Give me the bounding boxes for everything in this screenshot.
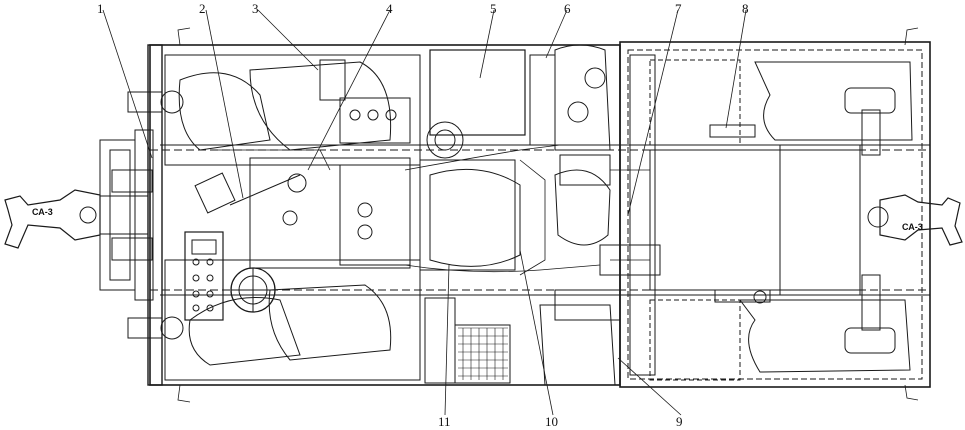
left-end-beam — [99, 44, 184, 386]
callout-labels: 1 2 3 4 5 6 7 8 9 10 11 — [97, 1, 749, 429]
callout-11: 11 — [438, 414, 451, 429]
coupler-left-label: СА-3 — [32, 207, 53, 217]
cab-area — [164, 54, 421, 381]
engine-section — [419, 49, 526, 384]
leader-lines — [102, 9, 747, 416]
callout-1: 1 — [97, 1, 104, 16]
callout-5: 5 — [490, 1, 497, 16]
coupler-right-label: СА-3 — [902, 222, 923, 232]
callout-3: 3 — [252, 1, 259, 16]
main-frame — [149, 41, 931, 388]
callout-6: 6 — [564, 1, 571, 16]
right-coupler: СА-3 — [867, 194, 963, 246]
callout-8: 8 — [742, 1, 749, 16]
callout-9: 9 — [676, 414, 683, 429]
callout-2: 2 — [199, 1, 206, 16]
control-panel — [194, 59, 411, 269]
wheelsets — [709, 87, 896, 354]
callout-4: 4 — [386, 1, 393, 16]
callout-10: 10 — [545, 414, 558, 429]
piping — [177, 27, 919, 403]
right-cushions — [739, 61, 913, 373]
callout-7: 7 — [675, 1, 682, 16]
right-engine — [554, 54, 861, 381]
tank-section — [529, 44, 616, 386]
left-coupler: СА-3 — [4, 169, 153, 261]
